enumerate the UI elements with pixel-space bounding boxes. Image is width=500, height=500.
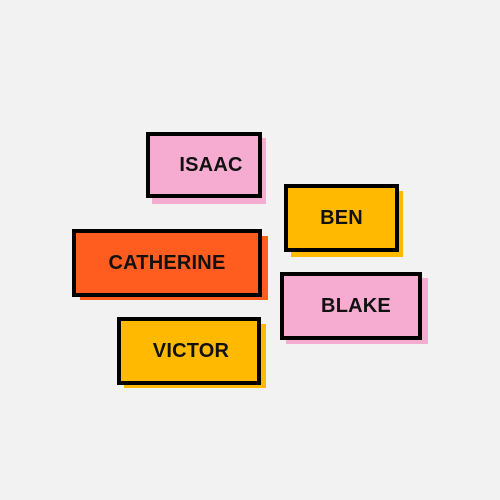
name-tag-label-isaac: ISAAC (179, 153, 243, 176)
name-tag-label-ben: BEN (320, 206, 363, 229)
name-tag-victor: VICTOR (117, 317, 261, 385)
name-tag-label-blake: BLAKE (321, 294, 391, 317)
name-tag-catherine: CATHERINE (72, 229, 262, 297)
name-tag-label-victor: VICTOR (152, 339, 230, 362)
name-tag-label-catherine: CATHERINE (108, 251, 226, 274)
name-tag-isaac: ISAAC (146, 132, 262, 198)
name-tag-blake: BLAKE (280, 272, 422, 340)
name-tag-ben: BEN (284, 184, 399, 252)
